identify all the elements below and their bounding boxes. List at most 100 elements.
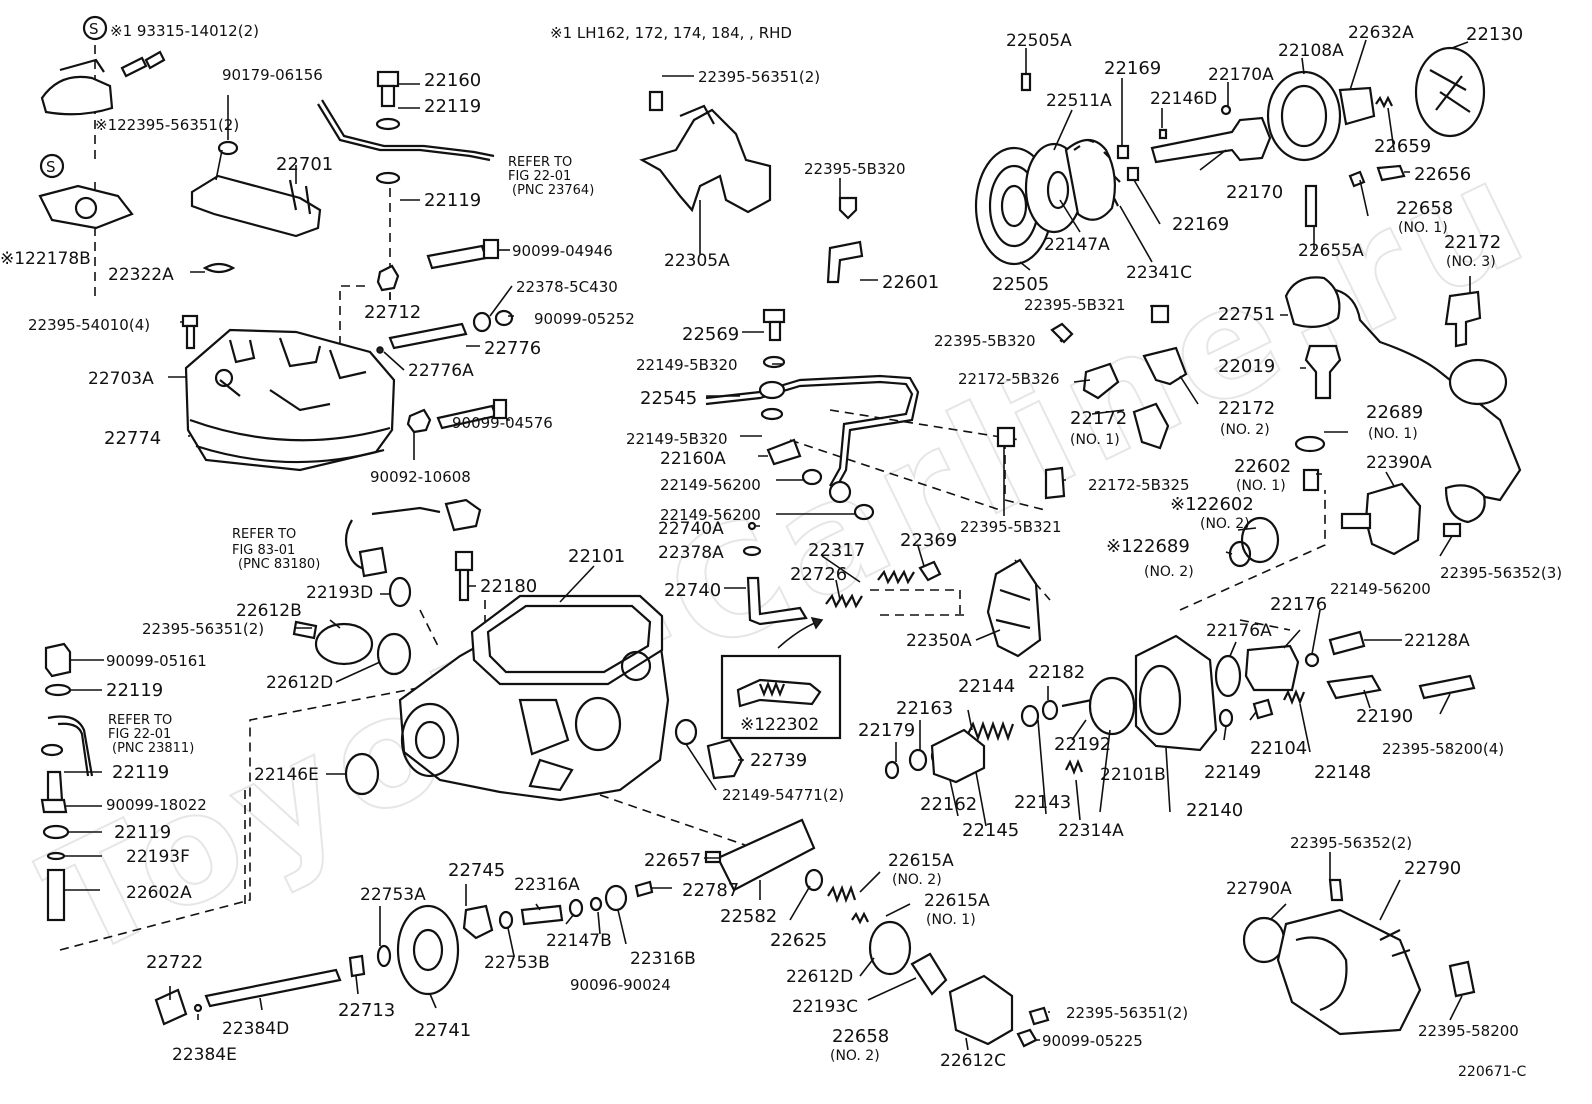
plug-22656 (1376, 164, 1406, 182)
label-22104: 22104 (1250, 738, 1307, 759)
o-ring-22176A (1214, 654, 1242, 698)
distributor-head-22140 (1134, 634, 1218, 752)
pipe-part (47, 715, 94, 777)
lever-22172-no2 (1142, 346, 1188, 386)
label-22148: 22148 (1314, 762, 1371, 783)
label-22192: 22192 (1054, 734, 1111, 755)
washer-22753A (376, 944, 392, 968)
label-22395-5B321-b: 22395-5B321 (960, 518, 1062, 536)
label-22602-1: 22602 (1234, 456, 1291, 477)
label-22601: 22601 (882, 272, 939, 293)
label-22145: 22145 (962, 820, 1019, 841)
nut-90099-05161 (44, 642, 72, 678)
label-22169-a: 22169 (1104, 58, 1161, 79)
label-refer-b3: (PNC 83180) (238, 557, 320, 572)
label-22019: 22019 (1218, 356, 1275, 377)
label-22101B: 22101B (1100, 765, 1166, 785)
rotor-22632A (1338, 86, 1376, 126)
label-refer-a3: (PNC 23764) (512, 183, 594, 198)
label-22322A: 22322A (108, 265, 174, 285)
label-22170A: 22170A (1208, 65, 1274, 85)
label-22790A: 22790A (1226, 879, 1292, 899)
lever-22745 (462, 904, 494, 940)
gear-22741 (396, 904, 460, 996)
label-22149-56200-a: 22149-56200 (660, 476, 761, 494)
washer-22119 (40, 743, 64, 757)
label-22395-56351-top: ※122395-56351(2) (95, 116, 239, 134)
sensor-22180 (454, 550, 474, 572)
nut-22722 (154, 988, 188, 1026)
cap-22369 (918, 560, 942, 582)
piston-22582 (716, 818, 816, 892)
label-22163: 22163 (896, 698, 953, 719)
label-22657: 22657 (644, 850, 701, 871)
washer-22119 (44, 683, 72, 697)
sensor-switch-part (40, 75, 114, 116)
bushing-22146E (344, 752, 380, 796)
label-22176: 22176 (1270, 594, 1327, 615)
label-22612B: 22612B (236, 601, 302, 621)
label-22172-2: 22172 (1218, 398, 1275, 419)
label-22302: ※122302 (740, 715, 819, 735)
label-22753A: 22753A (360, 885, 426, 905)
label-22146E: 22146E (254, 765, 319, 785)
label-22314A: 22314A (1058, 821, 1124, 841)
label-refer-a2: FIG 22-01 (508, 169, 571, 184)
label-22144: 22144 (958, 676, 1015, 697)
spring-22615A-no1 (851, 911, 869, 925)
label-22658-2n: (NO. 2) (830, 1048, 880, 1064)
plug-22602A (46, 868, 66, 922)
o-ring-22689 (1294, 435, 1326, 453)
label-22149-5B320-a: 22149-5B320 (636, 356, 738, 374)
screw-part (1150, 304, 1170, 324)
label-22193D: 22193D (306, 583, 373, 603)
label-22395-58200: 22395-58200 (1418, 1022, 1519, 1040)
solenoid-body (1448, 358, 1508, 406)
label-22119-e: 22119 (114, 822, 171, 843)
label-22193C: 22193C (792, 997, 858, 1017)
label-refer-c1: REFER TO (108, 713, 172, 728)
label-22101: 22101 (568, 546, 625, 567)
cover-22612B (314, 622, 374, 666)
label-22305A: 22305A (664, 251, 730, 271)
label-refer-a1: REFER TO (508, 155, 572, 170)
label-22147A: 22147A (1044, 235, 1110, 255)
label-22149-56200-c: 22149-56200 (1330, 580, 1431, 598)
screw-part (996, 426, 1016, 448)
label-22149-5B320-b: 22149-5B320 (626, 430, 728, 448)
timer-22790 (1276, 908, 1422, 1036)
label-22369: 22369 (900, 530, 957, 551)
label-90092-10608: 90092-10608 (370, 468, 471, 486)
label-93315-14012: ※1 93315-14012(2) (110, 22, 259, 40)
label-22395-56351-mid: 22395-56351(2) (698, 68, 820, 86)
label-22703A: 22703A (88, 369, 154, 389)
label-22395-5B320-b: 22395-5B320 (934, 332, 1036, 350)
label-22701: 22701 (276, 154, 333, 175)
spring-22144 (967, 720, 1015, 742)
union-bolt-part (376, 70, 400, 88)
spring-22659 (1375, 95, 1393, 109)
spring-part (825, 593, 863, 609)
label-22776A: 22776A (408, 361, 474, 381)
governor-lever-22350A (986, 558, 1042, 658)
label-22180: 22180 (480, 576, 537, 597)
spring-22314A (1065, 759, 1084, 775)
label-22395-56352-2: 22395-56352(2) (1290, 834, 1412, 852)
label-22317: 22317 (808, 540, 865, 561)
nut-part (494, 309, 514, 327)
spring-part (877, 569, 915, 585)
label-22569: 22569 (682, 324, 739, 345)
o-ring-22193D (388, 576, 412, 608)
label-22615A-1: 22615A (924, 891, 990, 911)
o-ring-22612D (868, 920, 912, 976)
label-22190: 22190 (1356, 706, 1413, 727)
lever-22172-no1 (1082, 362, 1120, 400)
label-22179: 22179 (858, 720, 915, 741)
label-22740A: 22740A (658, 519, 724, 539)
label-22384E: 22384E (172, 1045, 237, 1065)
label-22689-1: 22689 (1366, 402, 1423, 423)
bolt-part (838, 196, 858, 220)
label-90099-04576: 90099-04576 (452, 414, 553, 432)
gasket-part (853, 503, 875, 521)
